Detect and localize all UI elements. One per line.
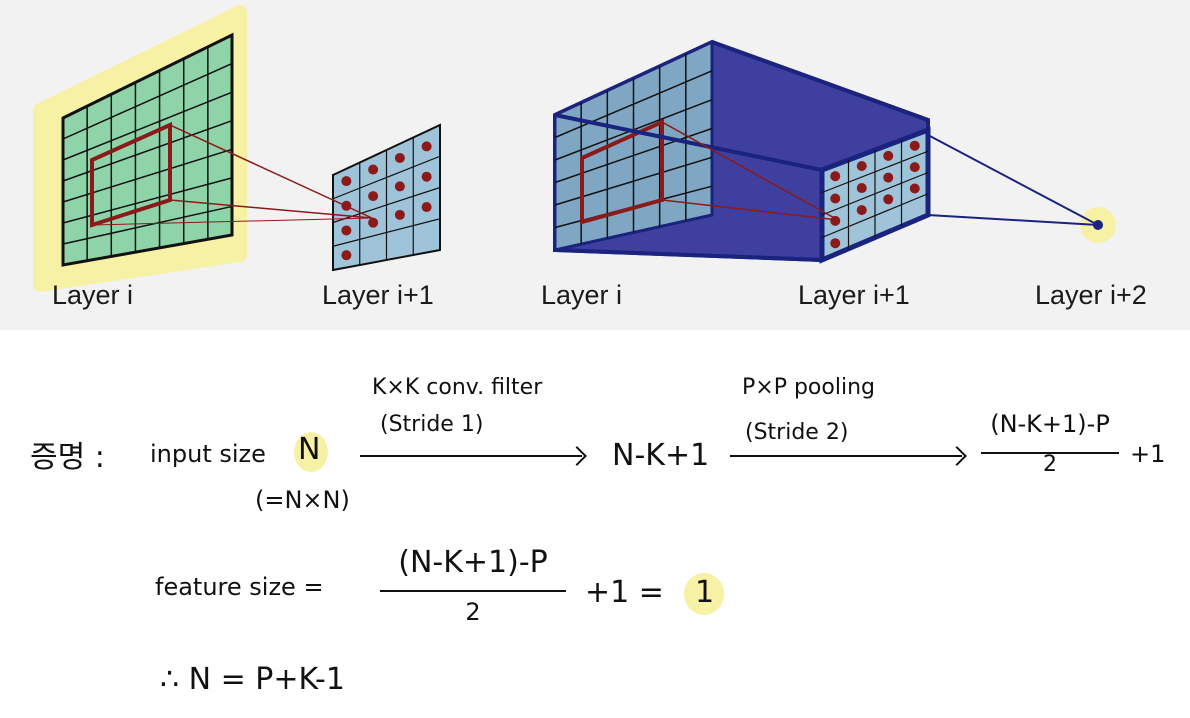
feature-value-highlight [684, 573, 724, 615]
feature-dot [341, 250, 352, 261]
conv-filter-label: K×K conv. filter [372, 375, 543, 400]
label-left-layer-i: Layer i [52, 280, 133, 310]
filter-connection-bottom [169, 199, 373, 219]
input-size-label: input size [150, 440, 266, 468]
input-size-symbol: N [298, 432, 321, 467]
cnn-diagram: Layer i Layer i+1 Layer i Layer i+1 Laye… [33, 5, 1147, 310]
feature-dot [883, 194, 894, 205]
feature-dot [368, 217, 379, 228]
feature-tail: +1 = [585, 575, 664, 610]
feature-dot [909, 162, 920, 173]
label-left-layer-i1: Layer i+1 [322, 280, 434, 310]
therefore-equation: ∴ N = P+K-1 [160, 662, 345, 697]
proof-prefix: 증명 : [30, 440, 105, 475]
feature-dot [856, 205, 867, 216]
input-size-note: (=N×N) [255, 486, 350, 514]
feature-size-label: feature size = [155, 573, 324, 601]
conv-arrow [360, 455, 582, 457]
label-right-layer-i1: Layer i+1 [798, 280, 910, 310]
filter-connection-top [169, 124, 373, 219]
filter-connection-mid [91, 217, 373, 226]
pool-result-bar [981, 452, 1119, 454]
feature-dot [883, 150, 894, 161]
feature-dot [421, 171, 432, 182]
feature-dot [421, 141, 432, 152]
label-right-layer-i2: Layer i+2 [1035, 280, 1147, 310]
feature-numerator: (N-K+1)-P [398, 545, 548, 580]
feature-dot [830, 193, 841, 204]
after-conv-size: N-K+1 [612, 438, 710, 473]
left-layer-i1-grid [332, 123, 441, 272]
pooling-label: P×P pooling [742, 375, 875, 400]
feature-dot [421, 202, 432, 213]
feature-dot [394, 152, 405, 163]
right-volume [553, 39, 931, 264]
input-symbol-highlight [294, 432, 328, 472]
pool-result-fraction: (N-K+1)-P 2 [975, 410, 1125, 477]
feature-dot [883, 172, 894, 183]
label-right-layer-i: Layer i [541, 280, 622, 310]
feature-value: 1 [695, 575, 715, 610]
feature-dot [341, 225, 352, 236]
feature-dot [368, 164, 379, 175]
feature-dot [394, 209, 405, 220]
feature-dot [856, 161, 867, 172]
conv-stride-label: (Stride 1) [380, 412, 484, 437]
feature-dot [856, 183, 867, 194]
feature-dot [341, 176, 352, 187]
feature-dot [830, 238, 841, 249]
pooling-stride-label: (Stride 2) [745, 420, 849, 445]
pooling-arrow [730, 455, 962, 457]
pool-result-tail: +1 [1130, 440, 1166, 468]
left-layer-i-grid [61, 32, 234, 267]
feature-denominator: 2 [465, 598, 481, 626]
feature-dot [909, 140, 920, 151]
feature-dot [394, 181, 405, 192]
pool-result-numerator: (N-K+1)-P [990, 410, 1110, 438]
feature-fraction: (N-K+1)-P 2 [378, 545, 568, 626]
feature-dot [830, 215, 841, 226]
feature-dot [830, 171, 841, 182]
feature-bar [380, 590, 566, 592]
feature-dot [368, 191, 379, 202]
pool-result-denominator: 2 [1043, 452, 1057, 477]
feature-dot [909, 183, 920, 194]
